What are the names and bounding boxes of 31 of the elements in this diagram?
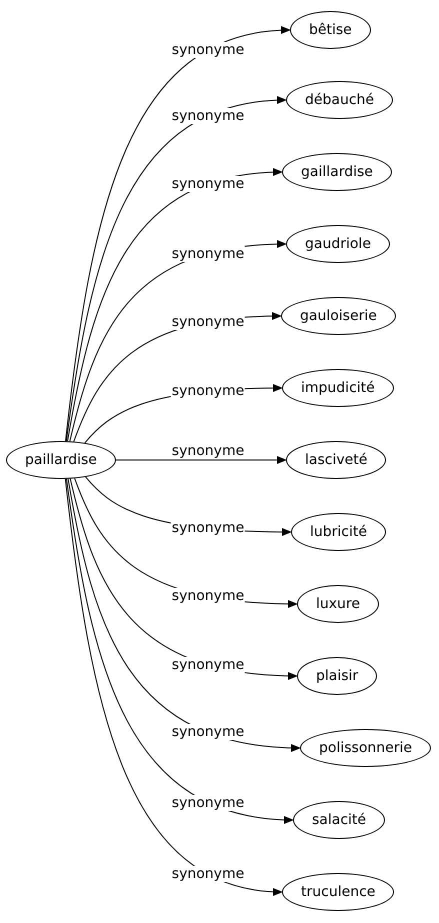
ellipse-node: bêtise [290,11,371,49]
edge-label: synonyme [170,246,246,262]
arrow [66,96,287,442]
arrow [65,26,291,442]
edge-label: synonyme [170,866,246,882]
ellipse-node: gaillardise [282,153,392,191]
arrow [68,478,301,752]
ellipse-node: truculence [282,873,394,911]
edge-label: synonyme [170,656,246,673]
ellipse-node: salacité [293,801,386,839]
arrow [64,478,283,896]
ellipse-node: lubricité [291,513,386,551]
edge-label: synonyme [170,42,246,58]
arrow [66,478,294,824]
ellipse-node: gaudriole [286,225,390,263]
edge-label: synonyme [170,520,246,536]
ellipse-node: lasciveté [286,441,386,479]
edge-label: synonyme [170,108,246,124]
edge-label: synonyme [170,588,246,604]
ellipse-node: plaisir [297,657,378,695]
ellipse-node: polissonnerie [300,729,432,767]
edge-label: synonyme [170,724,246,740]
ellipse-node: gauloiserie [281,297,396,335]
edge-label: synonyme [170,794,246,811]
ellipse-node: paillardise [6,441,116,479]
arrow [115,456,287,464]
edge-label: synonyme [170,176,246,192]
edge-label: synonyme [170,314,246,330]
ellipse-node: débauché [286,81,394,119]
ellipse-node: impudicité [282,369,394,407]
ellipse-node: luxure [297,585,379,623]
